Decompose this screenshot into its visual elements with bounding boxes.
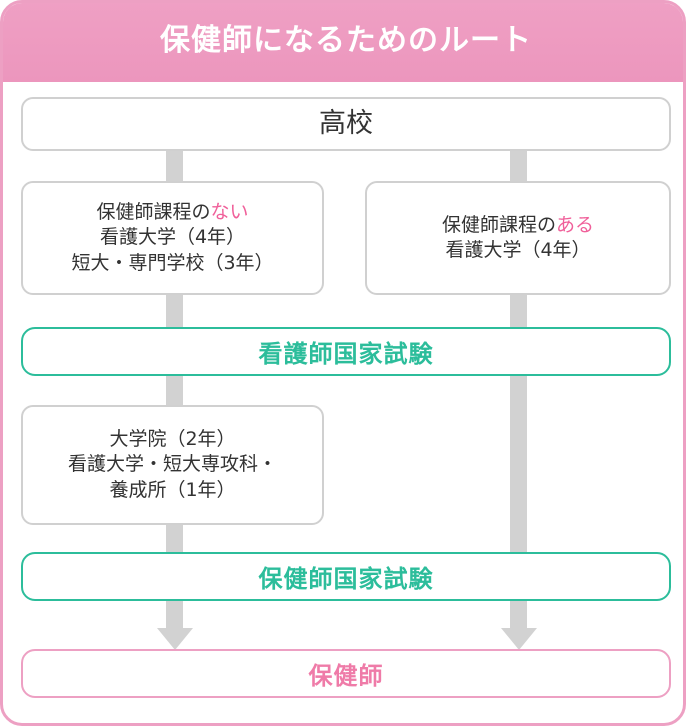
connector-nurse-exam-to-health-exam xyxy=(510,374,527,553)
node-health-nurse-exam[interactable]: 保健師国家試験 xyxy=(21,552,671,601)
node-no-program-line1: 保健師課程のない xyxy=(96,200,248,225)
connector-highschool-to-with-program xyxy=(510,147,527,181)
node-no-program[interactable]: 保健師課程のない 看護大学（4年） 短大・専門学校（3年） xyxy=(21,181,324,295)
connector-graduate-to-health-exam xyxy=(166,523,183,553)
node-nurse-exam-label: 看護師国家試験 xyxy=(258,340,434,368)
connector-health-exam-to-goal-left xyxy=(166,600,183,629)
node-with-program[interactable]: 保健師課程のある 看護大学（4年） xyxy=(365,181,671,295)
arrow-head-left-icon xyxy=(157,628,193,650)
page-title: 保健師になるためのルート xyxy=(160,23,532,58)
node-graduate-line2: 看護大学・短大専攻科・ xyxy=(67,453,277,476)
connector-health-exam-to-goal-right xyxy=(510,600,527,629)
connector-with-program-to-nurse-exam xyxy=(510,293,527,329)
node-no-program-line1-accent: ない xyxy=(210,201,249,224)
node-graduate-line3: 養成所（1年） xyxy=(109,478,236,501)
node-nurse-exam[interactable]: 看護師国家試験 xyxy=(21,327,671,376)
node-goal-label: 保健師 xyxy=(308,662,384,690)
connector-highschool-to-no-program xyxy=(166,147,183,181)
node-with-program-line1: 保健師課程のある xyxy=(442,213,594,238)
connector-nurse-exam-to-graduate xyxy=(166,374,183,406)
node-highschool-label: 高校 xyxy=(319,108,373,140)
node-no-program-line3: 短大・専門学校（3年） xyxy=(71,251,274,274)
node-with-program-line2: 看護大学（4年） xyxy=(445,239,591,261)
node-goal[interactable]: 保健師 xyxy=(21,649,671,698)
node-highschool[interactable]: 高校 xyxy=(21,97,671,151)
arrow-head-right-icon xyxy=(501,628,537,650)
node-graduate-line1: 大学院（2年） xyxy=(109,428,236,451)
flowchart-canvas: 高校 保健師課程のない 看護大学（4年） 短大・専門学校（3年） 保健師課程のあ… xyxy=(3,85,683,723)
node-no-program-line1-prefix: 保健師課程の xyxy=(96,201,211,224)
title-bar: 保健師になるためのルート xyxy=(3,3,683,82)
connector-no-program-to-nurse-exam xyxy=(166,293,183,329)
node-health-nurse-exam-label: 保健師国家試験 xyxy=(258,565,434,593)
node-graduate[interactable]: 大学院（2年） 看護大学・短大専攻科・ 養成所（1年） xyxy=(21,405,324,525)
node-no-program-line2: 看護大学（4年） xyxy=(99,226,246,249)
node-with-program-line1-accent: ある xyxy=(556,213,595,236)
node-with-program-line1-prefix: 保健師課程の xyxy=(441,213,556,236)
